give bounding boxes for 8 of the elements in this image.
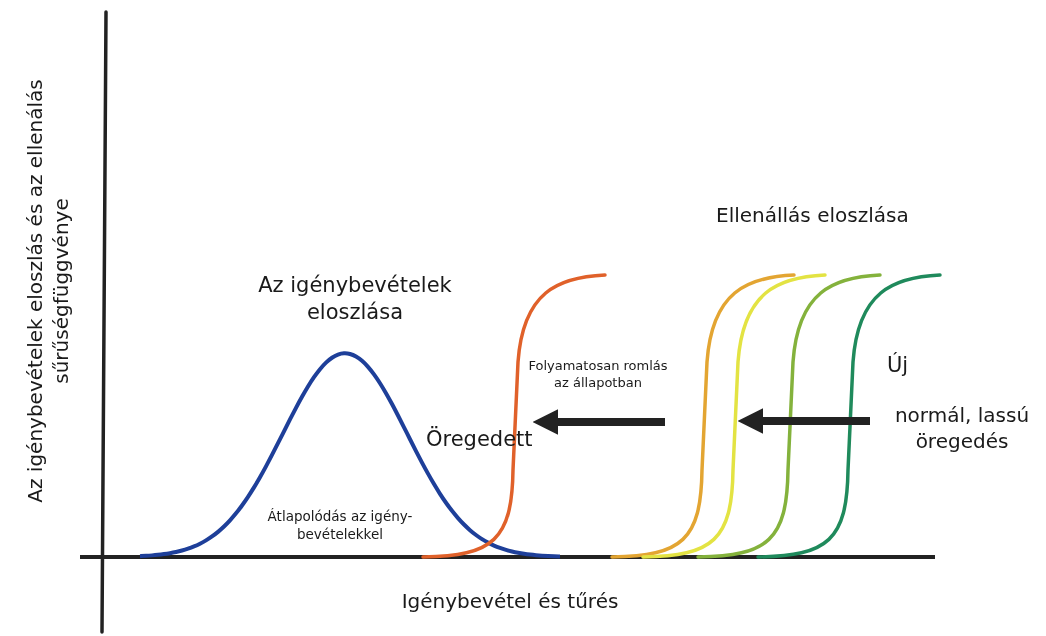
curve-title: Az igénybevételek eloszlása bbox=[257, 272, 453, 327]
y-axis-title: Az igénybevételek eloszlás és az ellenálás sűrűségfüggvénye bbox=[22, 78, 74, 505]
state-label: normál, lassú öregedés bbox=[893, 402, 1031, 454]
x-axis-title: Igénybevétel és tűrés bbox=[400, 588, 620, 614]
annotation-text: Folyamatosan romlás az állapotban bbox=[527, 358, 669, 392]
annotation-text: Átlapolódás az igény- bevételekkel bbox=[266, 508, 414, 544]
state-label: Új bbox=[887, 352, 910, 379]
curve-title: Ellenállás eloszlása bbox=[716, 202, 910, 228]
